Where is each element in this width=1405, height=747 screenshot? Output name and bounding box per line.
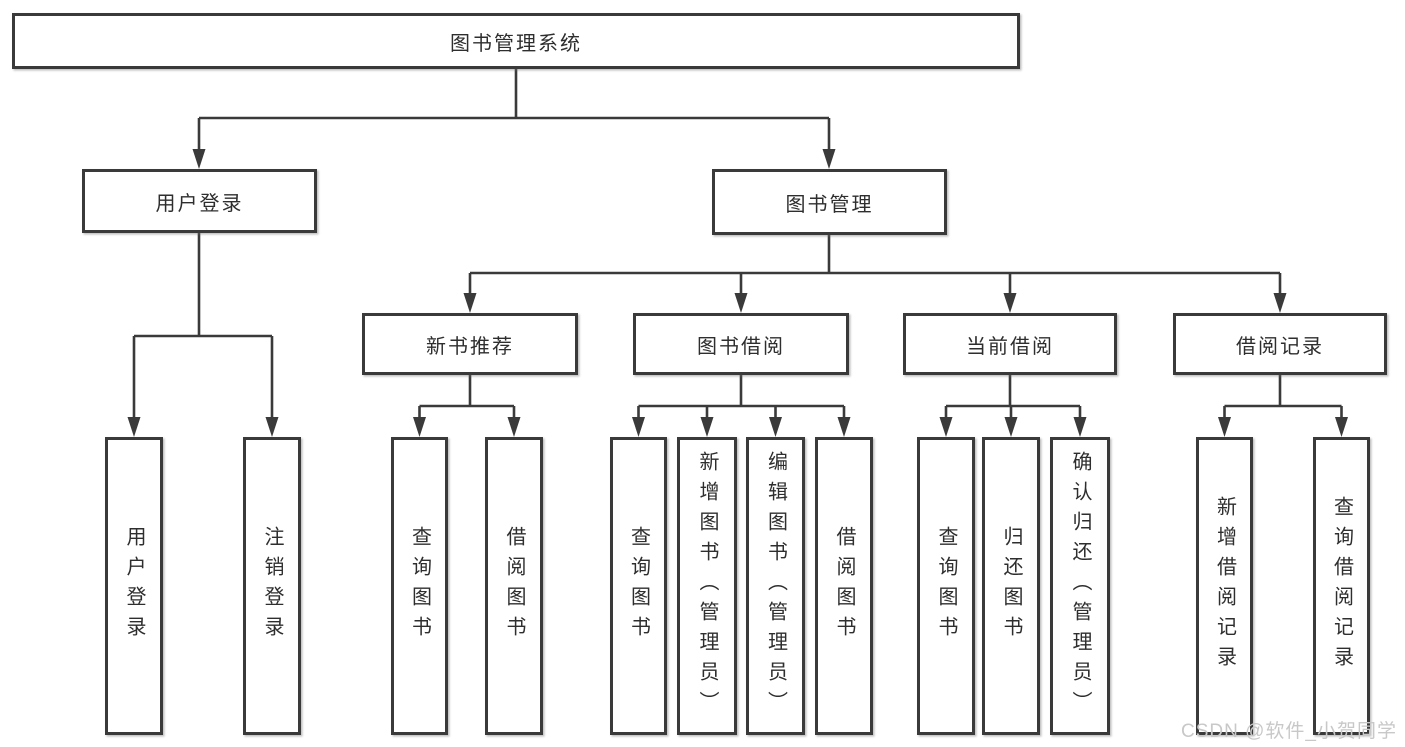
- leaf-user-login: 用户登录: [105, 437, 163, 735]
- node-book-borrowing: 图书借阅: [633, 313, 849, 375]
- leaf-confirm-return-admin: 确认归还（管理员）: [1050, 437, 1110, 735]
- node-user-login: 用户登录: [82, 169, 317, 233]
- csdn-watermark: CSDN @软件_小贺同学: [1181, 721, 1397, 742]
- node-system-root-label: 图书管理系统: [450, 32, 582, 55]
- node-borrow-records: 借阅记录: [1173, 313, 1387, 375]
- leaf-query-books-recommend-label: 查询图书: [408, 526, 431, 646]
- node-new-book-recommend-label: 新书推荐: [426, 335, 514, 358]
- node-book-management-label: 图书管理: [785, 193, 874, 216]
- leaf-logout: 注销登录: [243, 437, 301, 735]
- leaf-edit-books-admin: 编辑图书（管理员）: [746, 437, 805, 735]
- leaf-edit-books-admin-label: 编辑图书（管理员）: [764, 451, 787, 721]
- leaf-logout-label: 注销登录: [261, 526, 283, 646]
- leaf-add-books-admin: 新增图书（管理员）: [677, 437, 737, 735]
- leaf-add-books-admin-label: 新增图书（管理员）: [696, 451, 718, 721]
- leaf-add-borrow-record: 新增借阅记录: [1196, 437, 1253, 735]
- leaf-add-borrow-record-label: 新增借阅记录: [1213, 496, 1236, 676]
- leaf-query-borrow-record: 查询借阅记录: [1313, 437, 1370, 735]
- node-new-book-recommend: 新书推荐: [362, 313, 578, 375]
- leaf-confirm-return-admin-label: 确认归还（管理员）: [1069, 451, 1091, 721]
- leaf-query-books-recommend: 查询图书: [391, 437, 448, 735]
- leaf-return-books-label: 归还图书: [1000, 526, 1022, 646]
- node-borrow-records-label: 借阅记录: [1236, 335, 1324, 358]
- node-book-borrowing-label: 图书借阅: [697, 335, 785, 358]
- leaf-query-borrow-record-label: 查询借阅记录: [1330, 496, 1353, 676]
- leaf-borrow-books-recommend: 借阅图书: [485, 437, 543, 735]
- leaf-query-books-borrowing: 查询图书: [610, 437, 667, 735]
- node-user-login-label: 用户登录: [155, 192, 244, 215]
- leaf-query-books-current-label: 查询图书: [935, 526, 957, 646]
- node-current-borrowing: 当前借阅: [903, 313, 1117, 375]
- node-system-root: 图书管理系统: [12, 13, 1020, 69]
- leaf-user-login-label: 用户登录: [123, 526, 145, 646]
- leaf-borrow-books: 借阅图书: [815, 437, 873, 735]
- leaf-query-books-borrowing-label: 查询图书: [627, 526, 650, 646]
- node-book-management: 图书管理: [712, 169, 947, 235]
- node-current-borrowing-label: 当前借阅: [966, 335, 1054, 358]
- leaf-query-books-current: 查询图书: [917, 437, 975, 735]
- leaf-return-books: 归还图书: [982, 437, 1040, 735]
- leaf-borrow-books-label: 借阅图书: [833, 526, 855, 646]
- leaf-borrow-books-recommend-label: 借阅图书: [503, 526, 525, 646]
